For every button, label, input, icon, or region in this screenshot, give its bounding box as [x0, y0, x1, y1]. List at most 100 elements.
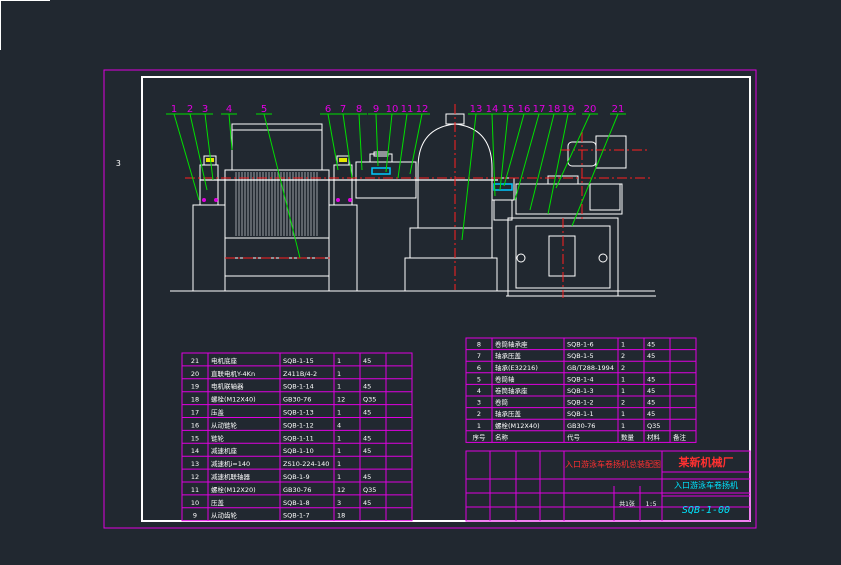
bom-cell: 3: [477, 399, 481, 407]
leader-line: [342, 113, 353, 179]
bom-cell: 从动齿轮: [211, 511, 238, 520]
bom-cell: GB30-76: [283, 486, 311, 494]
bearing-keys: [206, 158, 347, 162]
leader-line: [358, 113, 363, 171]
bom-cell: SQB-1-13: [283, 409, 314, 417]
bom-cell: SQB-1-4: [567, 375, 594, 383]
balloon-number: 5: [261, 104, 267, 115]
bom-cell: 13: [191, 460, 199, 468]
leader-line: [173, 113, 200, 201]
bom-cell: Z411B/4-2: [283, 370, 317, 378]
bom-cell: 1: [621, 422, 625, 430]
leader-line: [529, 113, 555, 211]
sprocket-accents: [371, 167, 513, 191]
bom-cell: 45: [363, 357, 371, 365]
bom-cell: 45: [363, 383, 371, 391]
bom-cell: 电机联轴器: [211, 382, 244, 391]
bom-cell: ZS10-224-140: [283, 460, 329, 468]
bom-cell: 45: [363, 409, 371, 417]
leader-line: [555, 113, 591, 189]
bom-cell: 45: [363, 473, 371, 481]
leader-line: [409, 113, 423, 175]
balloon-number: 7: [340, 104, 346, 115]
bom-cell: 名称: [495, 432, 509, 441]
bom-frame: [465, 337, 697, 443]
bom-cell: 轴承压盖: [495, 351, 522, 360]
bom-cell: 18: [191, 396, 199, 404]
bom-cell: 8: [477, 341, 481, 349]
leader-line: [263, 113, 301, 259]
bom-cell: 1: [337, 447, 341, 455]
drawing-title: 入口游泳车卷扬机总装配图: [565, 459, 661, 469]
balloon-number: 10: [386, 104, 399, 115]
balloon-number: 20: [584, 104, 597, 115]
bom-cell: SQB-1-14: [283, 383, 314, 391]
bom-cell: 9: [193, 512, 197, 520]
bom-cell: Q35: [647, 422, 660, 430]
bom-cell: 10: [191, 499, 199, 507]
bom-cell: SQB-1-3: [567, 387, 594, 395]
centerlines: [185, 104, 650, 298]
bom-cell: 压盖: [211, 408, 225, 417]
balloon-number: 1: [171, 104, 177, 115]
leader-line: [375, 113, 379, 167]
bom-cell: 1: [621, 387, 625, 395]
bom-cell: SQB-1-2: [567, 399, 594, 407]
bom-cell: 17: [191, 409, 199, 417]
bom-cell: 数量: [621, 432, 635, 441]
balloon-number: 16: [518, 104, 531, 115]
bom-cell: 1: [337, 370, 341, 378]
leader-line: [547, 113, 569, 215]
bom-cell: 14: [191, 447, 199, 455]
ucs-axis-x: [0, 0, 50, 1]
bom-cell: 12: [191, 473, 199, 481]
bom-cell: 材料: [647, 432, 661, 441]
leader-line: [189, 113, 208, 191]
bom-cell: SQB-1-5: [567, 352, 594, 360]
bom-cell: 21: [191, 357, 199, 365]
bom-cell: 减速机座: [211, 446, 238, 455]
ucs-axis-y: [0, 0, 1, 50]
bom-cell: 卷筒轴承座: [495, 340, 528, 349]
bom-cell: 1: [337, 460, 341, 468]
machine-name: 入口游泳车卷扬机: [674, 480, 738, 490]
bom-cell: SQB-1-10: [283, 447, 314, 455]
bom-cell: SQB-1-6: [567, 341, 594, 349]
bom-frame: [181, 352, 413, 522]
sheet-count: 共1张: [619, 500, 635, 508]
leader-line: [503, 113, 525, 187]
bom-cell: GB30-76: [283, 396, 311, 404]
bom-cell: 轴承(E32216): [495, 363, 538, 372]
bom-cell: 1: [337, 434, 341, 442]
balloon-number: 13: [470, 104, 483, 115]
scale: 1:5: [646, 501, 657, 508]
leader-line: [571, 113, 619, 227]
bom-cell: 1: [621, 341, 625, 349]
bom-cell: 1: [337, 383, 341, 391]
bom-cell: 4: [337, 421, 341, 429]
bom-cell: SQB-1-1: [567, 410, 594, 418]
bom-cell: 18: [337, 512, 345, 520]
leader-line: [204, 113, 214, 181]
bom-cell: 19: [191, 383, 199, 391]
bom-cell: 螺栓(M12X20): [211, 485, 256, 494]
bom-cell: GB/T288-1994: [567, 364, 614, 372]
bom-cell: 45: [647, 387, 655, 395]
bom-cell: 4: [477, 387, 481, 395]
balloon-number: 4: [226, 104, 232, 115]
ucs-marker: 3: [116, 159, 121, 168]
company-name: 某新机械厂: [678, 455, 734, 469]
bom-cell: 16: [191, 421, 199, 429]
bom-cell: 代号: [567, 432, 581, 441]
drum-rope-windings: [235, 172, 318, 236]
bom-cell: 45: [363, 434, 371, 442]
bom-cell: 1: [337, 409, 341, 417]
leader-line: [514, 113, 540, 201]
balloon-number: 18: [548, 104, 561, 115]
leader-line: [499, 113, 509, 191]
balloon-number: 11: [401, 104, 414, 115]
sheet-inner-border: [141, 76, 751, 522]
bom-cell: SQB-1-9: [283, 473, 310, 481]
bom-cell: 5: [477, 375, 481, 383]
